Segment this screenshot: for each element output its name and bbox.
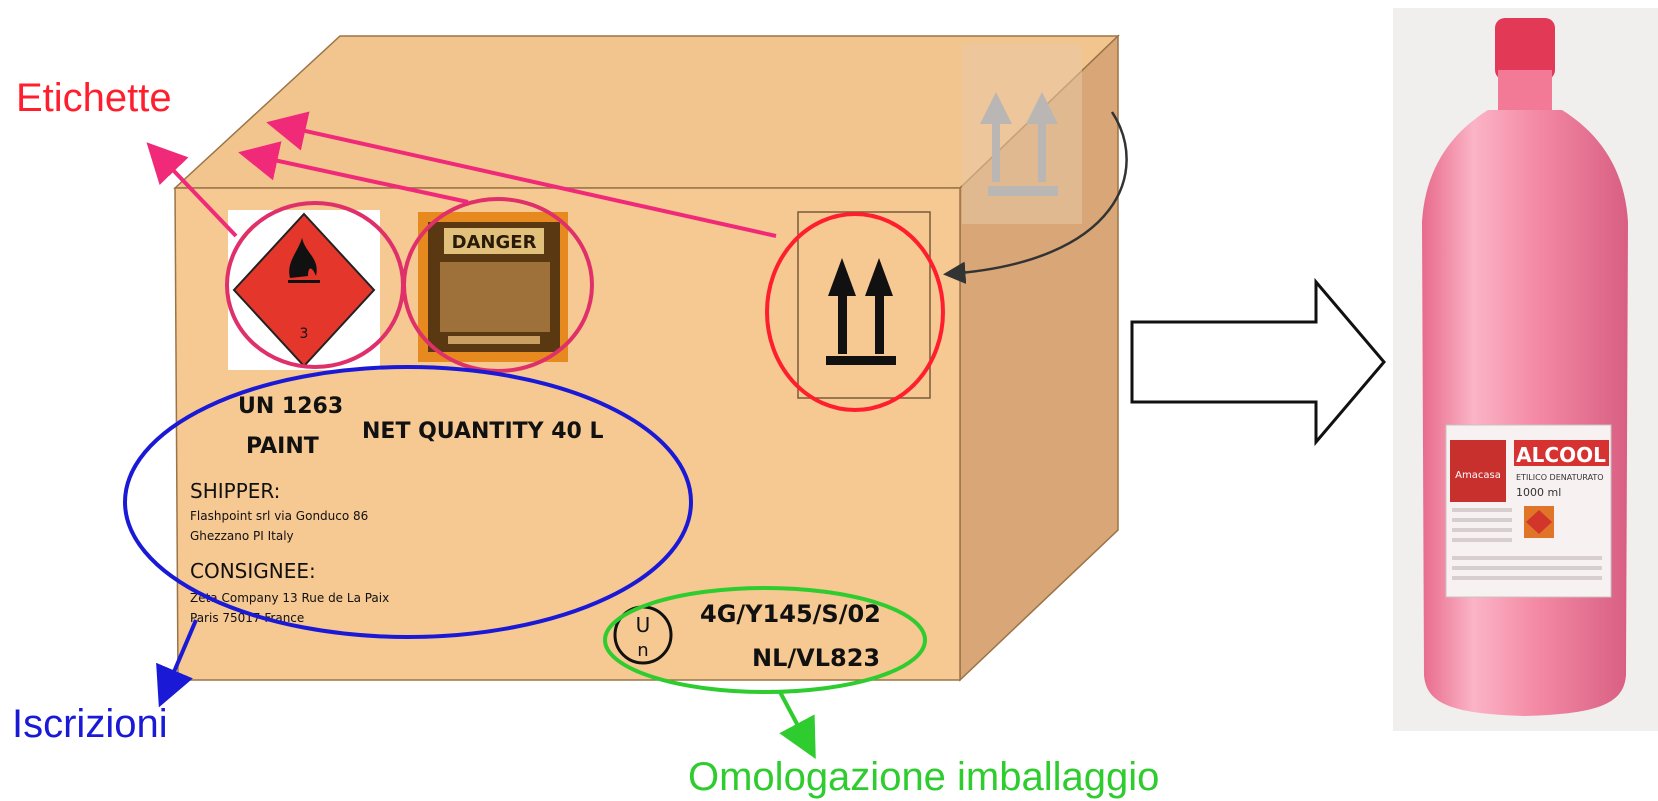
up-arrows-icon (826, 258, 896, 365)
flammable-liquid-placard: 3 (228, 210, 380, 370)
arrow-etichette-flammable (146, 142, 238, 238)
arrow-omologazione (778, 691, 816, 760)
arrow-iscrizioni (156, 619, 198, 708)
omologazione-caption: Omologazione imballaggio (688, 755, 1160, 799)
danger-label: DANGER (418, 212, 568, 362)
bottle-product: ALCOOL (1516, 443, 1606, 467)
arrow-etichette-danger (238, 141, 469, 204)
arrow-side-rotation (943, 111, 1128, 284)
bottle-brand: Amacasa (1455, 470, 1501, 481)
bottle-subtitle: ETILICO DENATURATO (1516, 473, 1604, 482)
highlight-approval (603, 586, 927, 694)
un-packaging-mark: U n 4G/Y145/S/02 NL/VL823 (613, 600, 881, 672)
un-number: UN 1263 (238, 394, 343, 419)
shipper-line-2: Ghezzano PI Italy (190, 529, 294, 543)
this-way-up-label (797, 211, 931, 399)
inscriptions: UN 1263 PAINT NET QUANTITY 40 L SHIPPER:… (190, 394, 604, 625)
bottle-volume: 1000 ml (1516, 486, 1561, 499)
highlight-inscriptions (123, 365, 693, 639)
shipper-line-1: Flashpoint srl via Gonduco 86 (190, 509, 368, 523)
shipper-heading: SHIPPER: (190, 479, 280, 503)
side-orientation-label (962, 44, 1082, 224)
un-mark-top: U (636, 613, 651, 637)
highlight-danger (402, 197, 594, 373)
package-origin: NL/VL823 (752, 644, 880, 672)
package-code: 4G/Y145/S/02 (700, 600, 881, 628)
danger-title: DANGER (452, 232, 537, 253)
consignee-line-1: Zeta Company 13 Rue de La Paix (190, 591, 389, 605)
flame-icon (289, 238, 317, 278)
un-mark-bottom: n (637, 640, 648, 661)
arrow-etichette-orientation (266, 111, 777, 238)
highlight-orientation (765, 212, 945, 412)
placard-class-number: 3 (300, 326, 309, 342)
faded-this-way-up-icon (980, 92, 1058, 196)
net-quantity: NET QUANTITY 40 L (362, 419, 604, 444)
etichette-caption: Etichette (16, 76, 172, 120)
product-name: PAINT (246, 434, 319, 459)
big-right-arrow-icon (1130, 277, 1386, 447)
label-arrows (146, 111, 1128, 760)
consignee-heading: CONSIGNEE: (190, 559, 316, 583)
iscrizioni-caption: Iscrizioni (12, 702, 168, 746)
alcohol-bottle-photo: Amacasa ALCOOL ETILICO DENATURATO 1000 m… (1393, 8, 1658, 731)
